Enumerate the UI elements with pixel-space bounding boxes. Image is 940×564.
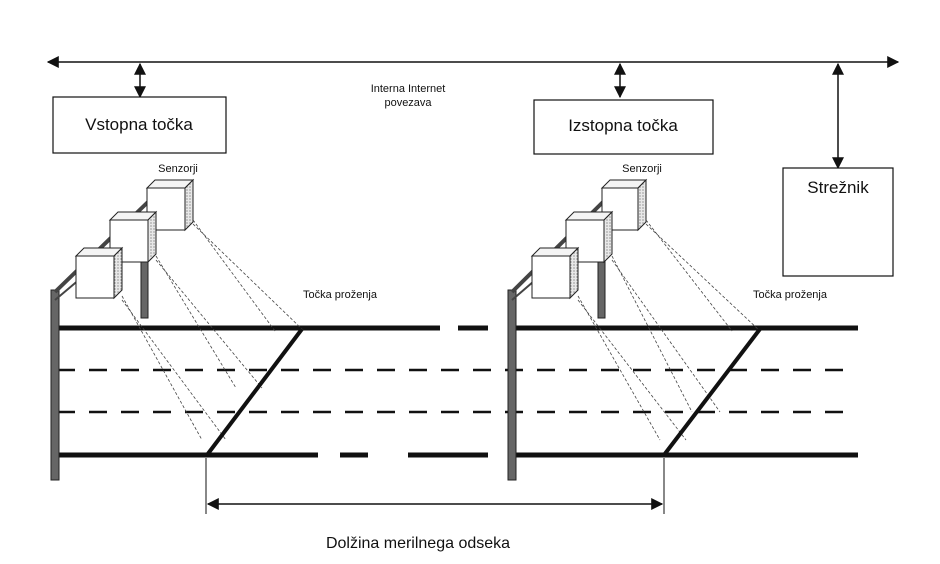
right-trigger-label: Točka proženja (753, 289, 828, 301)
sensor-beam (611, 255, 693, 413)
road (57, 325, 858, 458)
left-pole-inner (140, 259, 149, 319)
exit-point-box: Izstopna točka (533, 99, 714, 155)
entry-point-label: Vstopna točka (85, 115, 193, 134)
internet-connection: Interna Internet povezava (46, 56, 900, 170)
exit-point-label: Izstopna točka (568, 116, 678, 135)
entry-point-box: Vstopna točka (52, 96, 227, 154)
left-trigger-label: Točka proženja (303, 289, 378, 301)
sensor-beam (121, 299, 227, 441)
sensor-cube (108, 210, 158, 264)
sensor-beam (192, 219, 276, 332)
right-sensors: Senzorji (530, 163, 662, 300)
sensor-cube (530, 246, 580, 300)
sensor-beam (645, 223, 761, 332)
internet-label-line2: povezava (384, 97, 432, 109)
left-sensors-label: Senzorji (158, 163, 198, 175)
sensor-beam (577, 299, 687, 441)
right-sensor-beams (577, 219, 761, 441)
left-trigger-line (205, 327, 304, 457)
server-box: Strežnik (782, 167, 894, 277)
internet-label-line1: Interna Internet (371, 83, 446, 95)
sensor-beam (155, 255, 237, 389)
sensor-cube (600, 178, 648, 232)
left-sensors: Senzorji (74, 163, 198, 300)
sensor-beam (577, 295, 661, 441)
sensor-beam (121, 295, 203, 441)
left-pole-main (50, 289, 60, 481)
right-pole-main (507, 289, 517, 481)
left-sensor-beams (121, 219, 305, 441)
right-sensors-label: Senzorji (622, 163, 662, 175)
section-length-dimension: Dolžina merilnega odseka (205, 458, 665, 552)
section-length-label: Dolžina merilnega odseka (326, 535, 510, 552)
right-pole-inner (597, 259, 606, 319)
sensor-beam (611, 259, 721, 413)
sensor-beam (192, 223, 305, 332)
server-label: Strežnik (807, 178, 869, 197)
sensor-cube (74, 246, 124, 300)
sensor-beam (645, 219, 733, 332)
sensor-beam (155, 259, 263, 389)
right-trigger-line (662, 327, 762, 457)
